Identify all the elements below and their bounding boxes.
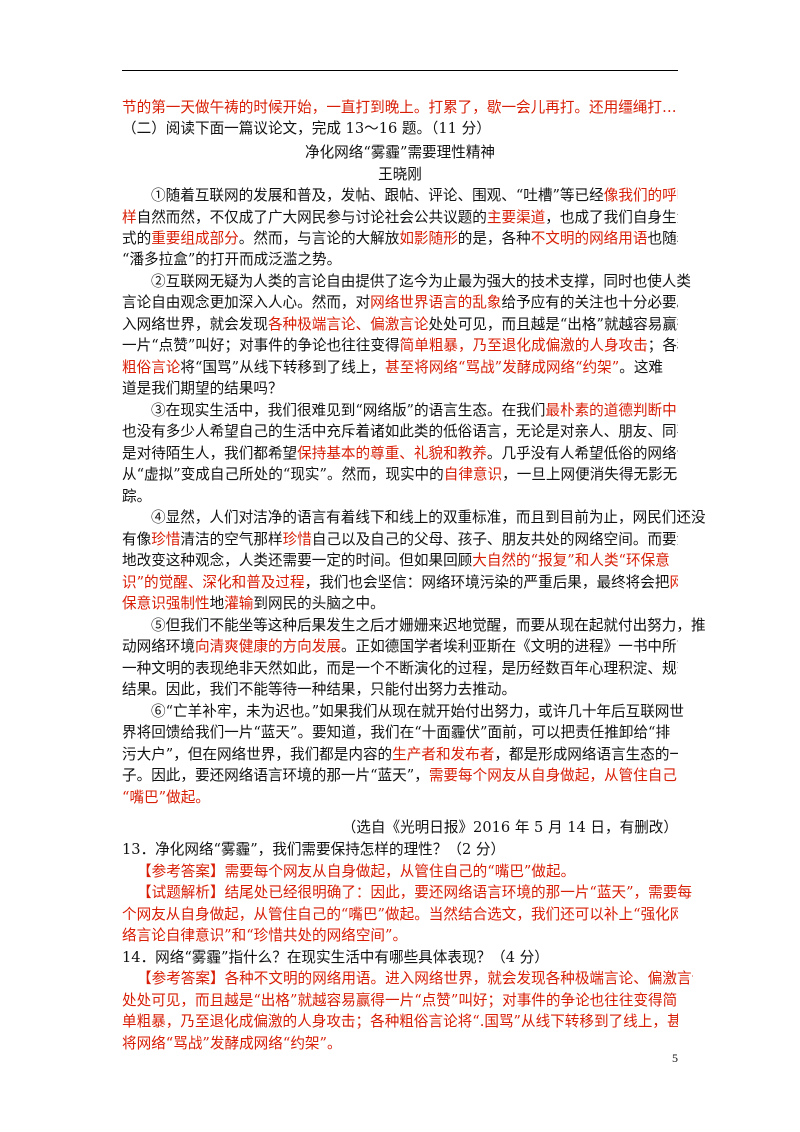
answer-label: 【参考答案】	[137, 970, 225, 987]
question-13: 13．净化网络“雾霾”，我们需要保持怎样的理性？（2 分）	[122, 841, 506, 858]
question-14-answer-line-1: 【参考答案】各种不文明的网络用语。进入网络世界，就会发现各种极端言论、偏激言论	[137, 970, 693, 987]
paragraph-2-line-4: 一片“点赞”叫好；对事件的争论也往往变得简单粗暴，乃至退化成偏激的人身攻击；各种	[122, 337, 678, 354]
paragraph-3-line-2: 也没有多少人希望自己的生活中充斥着诸如此类的低俗语言，无论是对亲人、朋友、同事，…	[122, 423, 678, 440]
continuation-text: 节的第一天做午祷的时候开始，一直打到晚上。打累了，歇一会儿再打。还用缰绳打……	[122, 99, 678, 116]
paragraph-2-line-1: ②互联网无疑为人类的言论自由提供了迄今为止最为强大的技术支撑，同时也使人类	[151, 273, 691, 290]
paragraph-5-line-3: 一种文明的表现绝非天然如此，而是一个不断演化的过程，是历经数百年心理积淀、规范的	[122, 660, 678, 677]
paragraph-3-line-1: ③在现实生活中，我们很难见到“网络版”的语言生态。在我们最朴素的道德判断中，	[151, 402, 678, 419]
paragraph-2-line-2: 言论自由观念更加深入人心。然而，对网络世界语言的乱象给予应有的关注也十分必要。进	[122, 294, 678, 311]
page-number: 5	[672, 1051, 678, 1065]
question-14-answer-line-3: 单粗暴，乃至退化成偏激的人身攻击；各种粗俗言论将“.国骂”从线下转移到了线上，甚…	[122, 1013, 678, 1030]
paragraph-4-line-2: 有像珍惜清洁的空气那样珍惜自己以及自己的父母、孩子、朋友共处的网络空间。而要深刻	[122, 531, 678, 548]
paragraph-2-line-5: 粗俗言论将“国骂”从线下转移到了线上，甚至将网络“骂战”发酵成网络“约架”。这难	[122, 359, 664, 376]
paragraph-2-line-6: 道是我们期望的结果吗？	[122, 380, 283, 397]
answer-label: 【参考答案】	[137, 863, 225, 880]
question-14-answer-line-4: 将网络“骂战”发酵成网络“约架”。	[122, 1035, 342, 1052]
question-13-answer: 【参考答案】需要每个网友从自身做起，从管住自己的“嘴巴”做起。	[137, 863, 576, 880]
paragraph-1-line-2: 样自然而然，不仅成了广大网民参与讨论社会公共议题的主要渠道，也成了我们自身生活方	[122, 209, 678, 226]
paragraph-1-line-3: 式的重要组成部分。然而，与言论的大解放如影随形的是，各种不文明的网络用语也随着	[122, 230, 678, 247]
paragraph-6-line-4: 子。因此，要还网络语言环境的那一片“蓝天”，需要每个网友从自身做起，从管住自己的	[122, 767, 678, 784]
header-rule	[122, 70, 678, 71]
question-14-answer-line-2: 处处可见，而且越是“出格”就越容易赢得一片“点赞”叫好；对事件的争论也往往变得简	[122, 992, 678, 1009]
question-13-analysis-line-2: 个网友从自身做起，从管住自己的“嘴巴”做起。当然结合选文，我们还可以补上“强化网	[122, 906, 678, 923]
paragraph-5-line-2: 动网络环境向清爽健康的方向发展。正如德国学者埃利亚斯在《文明的进程》一书中所言，…	[122, 638, 678, 655]
paragraph-3-line-5: 踪。	[122, 488, 152, 505]
analysis-label: 【试题解析】	[137, 884, 225, 901]
paragraph-4-line-5: 保意识强制性地灌输到网民的头脑之中。	[122, 595, 385, 612]
question-13-analysis-line-3: 络言论自律意识”和“珍惜共处的网络空间”。	[122, 927, 408, 944]
paragraph-4-line-3: 地改变这种观念，人类还需要一定的时间。但如果回顾大自然的“报复”和人类“环保意	[122, 552, 670, 569]
paragraph-6-line-5: “嘴巴”做起。	[122, 789, 210, 806]
article-title: 净化网络“雾霾”需要理性精神	[304, 144, 496, 161]
paragraph-1-line-4: “潘多拉盒”的打开而成泛滥之势。	[122, 251, 342, 268]
article-source: （选自《光明日报》2016 年 5 月 14 日，有删改）	[341, 819, 678, 836]
paragraph-6-line-2: 界将回馈给我们一片“蓝天”。要知道，我们在“十面霾伏”面前，可以把责任推卸给“排	[122, 724, 671, 741]
article-author: 王晓刚	[378, 166, 422, 183]
section-heading: （二）阅读下面一篇议论文，完成 13～16 题。（11 分）	[122, 120, 491, 137]
paragraph-2-line-3: 入网络世界，就会发现各种极端言论、偏激言论处处可见，而且越是“出格”就越容易赢得	[122, 316, 678, 333]
question-14: 14．网络“雾霾”指什么？在现实生活中有哪些具体表现？（4 分）	[122, 949, 549, 966]
paragraph-6-line-1: ⑥“亡羊补牢，未为迟也。”如果我们从现在就开始付出努力，或许几十年后互联网世	[151, 703, 684, 720]
question-13-analysis-line-1: 【试题解析】结尾处已经很明确了：因此，要还网络语言环境的那一片“蓝天”，需要每	[137, 884, 692, 901]
paragraph-6-line-3: 污大户”，但在网络世界，我们都是内容的生产者和发布者，都是形成网络语言生态的一分	[122, 746, 678, 763]
paragraph-4-line-1: ④显然，人们对洁净的语言有着线下和线上的双重标准，而且到目前为止，网民们还没	[151, 509, 706, 526]
paragraph-5-line-1: ⑤但我们不能坐等这种后果发生之后才姗姗来迟地觉醒，而要从现在起就付出努力，推	[151, 617, 706, 634]
paragraph-5-line-4: 结果。因此，我们不能等待一种结果，只能付出努力去推动。	[122, 681, 517, 698]
paragraph-4-line-4: 识”的觉醒、深化和普及过程，我们也会坚信：网络环境污染的严重后果，最终将会把网络…	[122, 574, 678, 591]
paragraph-3-line-4: 从“虚拟”变成自己所处的“现实”。然而，现实中的自律意识，一旦上网便消失得无影无	[122, 466, 678, 483]
paragraph-1-line-1: ①随着互联网的发展和普及，发帖、跟帖、评论、围观、“吐槽”等已经像我们的呼吸一	[151, 187, 678, 204]
paragraph-3-line-3: 是对待陌生人，我们都希望保持基本的尊重、礼貌和教养。几乎没有人希望低俗的网络语言	[122, 445, 678, 462]
